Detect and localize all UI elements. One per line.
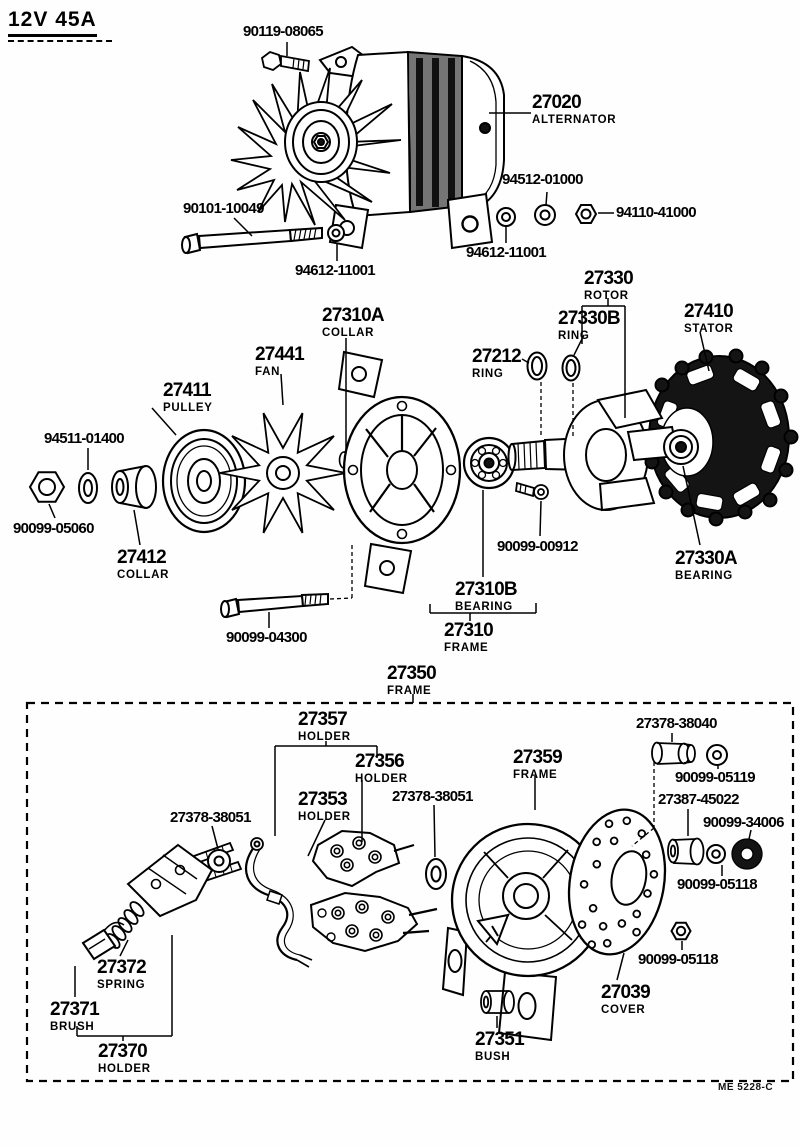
part-label-27378-38051-left: 27378-38051 bbox=[170, 809, 251, 826]
doc-code-label: ME 5228-C bbox=[718, 1082, 774, 1093]
part-label-90099-05118-right: 90099-05118 bbox=[677, 876, 758, 893]
part-label-90099-04300: 90099-04300 bbox=[226, 629, 307, 646]
collar-drawing-27412 bbox=[111, 465, 157, 509]
cover-drawing-27039 bbox=[567, 808, 667, 956]
washer-drawing-94511 bbox=[78, 472, 98, 504]
part-label-94612-11001-right: 94612-11001 bbox=[466, 244, 547, 261]
leader-lines bbox=[48, 42, 752, 1041]
pulley-front-drawing bbox=[284, 101, 358, 183]
part-label-90099-34006: 90099-34006 bbox=[703, 814, 784, 831]
washer-drawing-38051-left bbox=[207, 849, 231, 873]
part-label-94512-01000: 94512-01000 bbox=[502, 171, 583, 188]
part-label-90119-08065: 90119-08065 bbox=[243, 23, 324, 40]
bearing-drawing-27330a bbox=[663, 429, 699, 465]
ring-drawing-90099-34006 bbox=[731, 838, 763, 870]
spec-rating-label: 12V 45A bbox=[8, 8, 97, 37]
screw-drawing-90099-00912 bbox=[515, 481, 549, 500]
bush-drawing-27351 bbox=[480, 990, 515, 1014]
through-bolt-drawing bbox=[181, 226, 323, 255]
nut-drawing-90099-05060 bbox=[28, 471, 66, 503]
brush-holder-assembly-drawing bbox=[81, 841, 243, 961]
part-label-27378-38051-mid: 27378-38051 bbox=[392, 788, 473, 805]
part-label-90099-05118-bottom: 90099-05118 bbox=[638, 951, 719, 968]
part-label-94612-11001-left: 94612-11001 bbox=[295, 262, 376, 279]
ring-drawing-27212 bbox=[526, 351, 548, 381]
bolt-drawing-90099-04300 bbox=[220, 592, 329, 619]
bearing-drawing-27310b bbox=[462, 436, 516, 490]
rear-frame-assembly-boundary bbox=[25, 701, 795, 1083]
part-label-90099-00912: 90099-00912 bbox=[497, 538, 578, 555]
washer-drawing-94612-left bbox=[327, 224, 345, 242]
nut-drawing-94110 bbox=[574, 204, 598, 224]
lead-wire-drawing-27353 bbox=[244, 837, 313, 968]
part-label-90099-05119: 90099-05119 bbox=[675, 769, 756, 786]
part-label-90099-05060: 90099-05060 bbox=[13, 520, 94, 537]
spec-underline-dash bbox=[8, 40, 112, 42]
washer-drawing-90099-05118-right bbox=[706, 844, 726, 864]
pulley-drawing-27411 bbox=[161, 428, 247, 534]
rear-frame-drawing-27359 bbox=[441, 822, 606, 1042]
washer-drawing-94512 bbox=[534, 204, 556, 226]
washer-drawing-38051-mid bbox=[425, 858, 447, 890]
adjust-bolt-drawing bbox=[260, 50, 310, 73]
bolt-drawing-27378-38040 bbox=[651, 741, 696, 765]
rectifier-holder-drawing-lower bbox=[309, 891, 438, 953]
nut-drawing-90099-05118-bottom bbox=[670, 921, 692, 941]
part-label-27387-45022: 27387-45022 bbox=[658, 791, 739, 808]
frame-drawing-27310 bbox=[337, 350, 462, 595]
fan-drawing-27441 bbox=[219, 412, 347, 534]
washer-drawing-90099-05119 bbox=[706, 744, 728, 766]
alternator-assembly-drawing bbox=[230, 45, 505, 250]
part-label-94511-01400: 94511-01400 bbox=[44, 430, 125, 447]
bush-drawing-27387-45022 bbox=[667, 837, 705, 866]
washer-drawing-94612-right bbox=[496, 207, 516, 227]
rectifier-holder-drawing-upper bbox=[311, 829, 415, 888]
part-label-94110-41000: 94110-41000 bbox=[616, 204, 697, 221]
ring-drawing-27330b bbox=[561, 354, 581, 382]
part-label-27378-38040: 27378-38040 bbox=[636, 715, 717, 732]
part-label-90101-10049: 90101-10049 bbox=[183, 200, 264, 217]
